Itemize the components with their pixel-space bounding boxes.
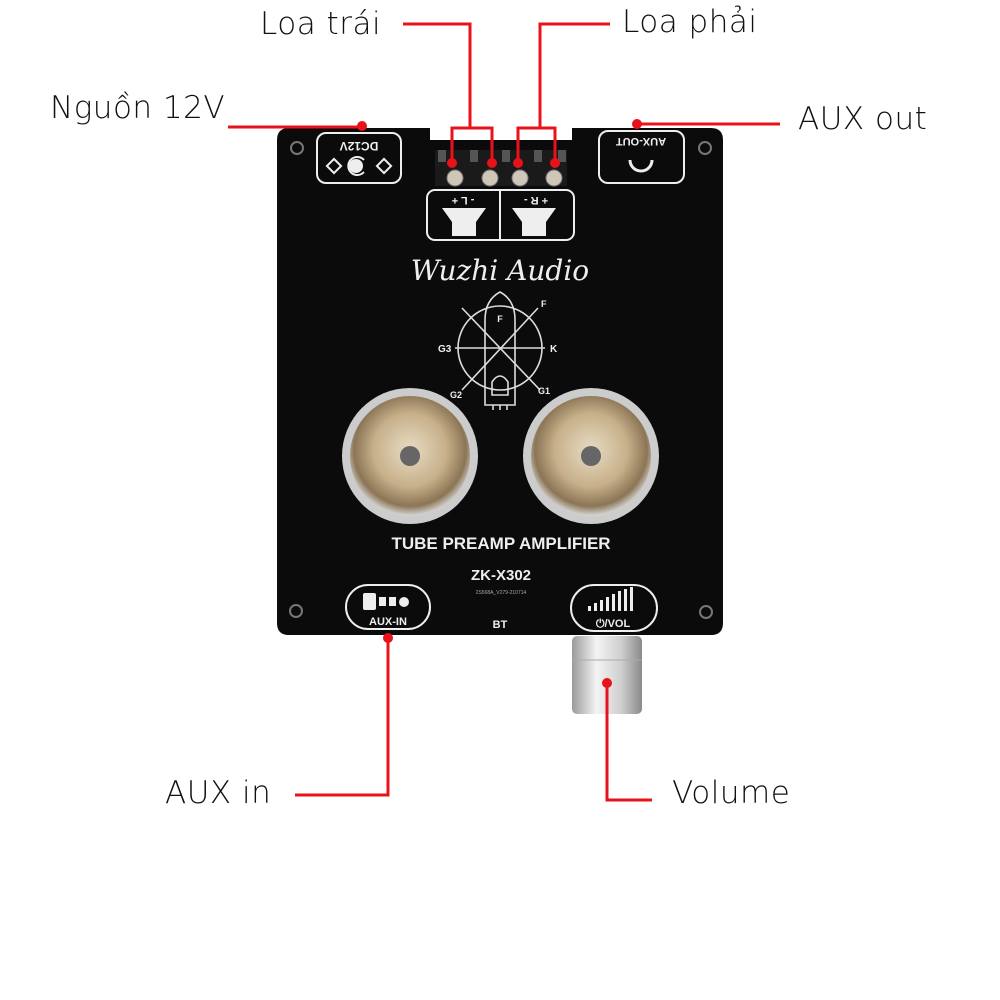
volume-knob[interactable] <box>572 636 642 714</box>
brand-logo: Wuzhi Audio <box>411 254 589 287</box>
aux-out-marking <box>598 130 685 184</box>
callout-power: Nguồn 12V <box>50 90 226 126</box>
vacuum-tube-right <box>523 388 659 524</box>
speaker-terminal-block <box>435 150 567 187</box>
speaker-icon <box>442 208 556 236</box>
board-serial: 2S568A_V279-210714 <box>476 590 527 596</box>
board-title: TUBE PREAMP AMPLIFIER <box>391 534 610 553</box>
callout-dots <box>357 119 642 688</box>
callout-left-speaker: Loa trái <box>260 6 382 42</box>
tube-pin-g3: G3 <box>438 344 452 355</box>
callout-lines <box>228 22 780 802</box>
volume-label: ⏻/VOL <box>596 617 631 630</box>
dc-label: DC12V <box>340 139 379 153</box>
vacuum-tube-left <box>342 388 478 524</box>
left-channel-label: - L + <box>452 194 475 206</box>
callout-right-speaker: Loa phải <box>622 4 758 40</box>
mounting-screw-icon <box>289 141 713 619</box>
tube-pin-g1: G1 <box>538 386 550 396</box>
volume-bars-icon <box>588 587 633 611</box>
callout-volume: Volume <box>672 775 791 811</box>
dc-polarity-icon <box>325 156 393 176</box>
vacuum-tube-symbol <box>455 291 545 410</box>
tube-pin-k: K <box>550 344 558 355</box>
aux-in-label: AUX-IN <box>369 616 407 628</box>
volume-marking <box>570 584 658 632</box>
board-model: ZK-X302 <box>471 567 531 584</box>
tube-pin-f1: F <box>497 314 503 324</box>
right-channel-label: + R - <box>524 194 548 206</box>
bt-label: BT <box>493 619 508 631</box>
headphone-jack-icon <box>628 159 654 173</box>
aux-plug-icon <box>363 593 409 610</box>
dc-jack-marking <box>316 132 402 184</box>
aux-in-marking <box>345 584 431 630</box>
tube-pin-g2: G2 <box>450 390 462 400</box>
aux-out-label: AUX-OUT <box>616 135 666 147</box>
speaker-output-markings <box>426 189 575 241</box>
tube-pin-f2: F <box>541 299 547 309</box>
callout-aux-out: AUX out <box>798 101 928 137</box>
callout-aux-in: AUX in <box>165 775 272 811</box>
